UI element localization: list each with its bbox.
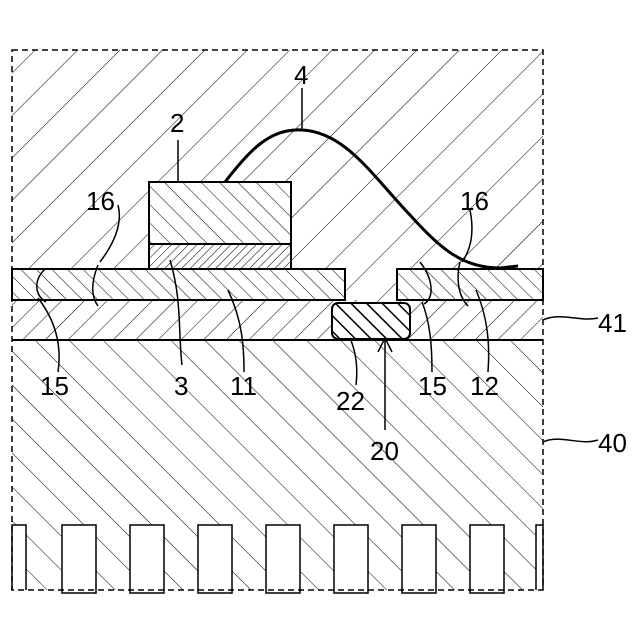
label-edge-left: 16 [86, 186, 115, 216]
label-heat-sink: 40 [598, 428, 627, 458]
label-insulating-sheet: 41 [598, 308, 627, 338]
label-recess-right: 15 [418, 371, 447, 401]
label-edge-right: 16 [460, 186, 489, 216]
label-recess-left: 15 [40, 371, 69, 401]
label-lead-frame-right: 12 [470, 371, 499, 401]
label-chip: 2 [170, 108, 184, 138]
label-lead-frame-left: 11 [230, 371, 257, 401]
label-bonding-layer: 3 [174, 371, 188, 401]
label-insulator-part: 22 [336, 386, 365, 416]
label-wire: 4 [294, 60, 308, 90]
label-insulator: 20 [370, 436, 399, 466]
